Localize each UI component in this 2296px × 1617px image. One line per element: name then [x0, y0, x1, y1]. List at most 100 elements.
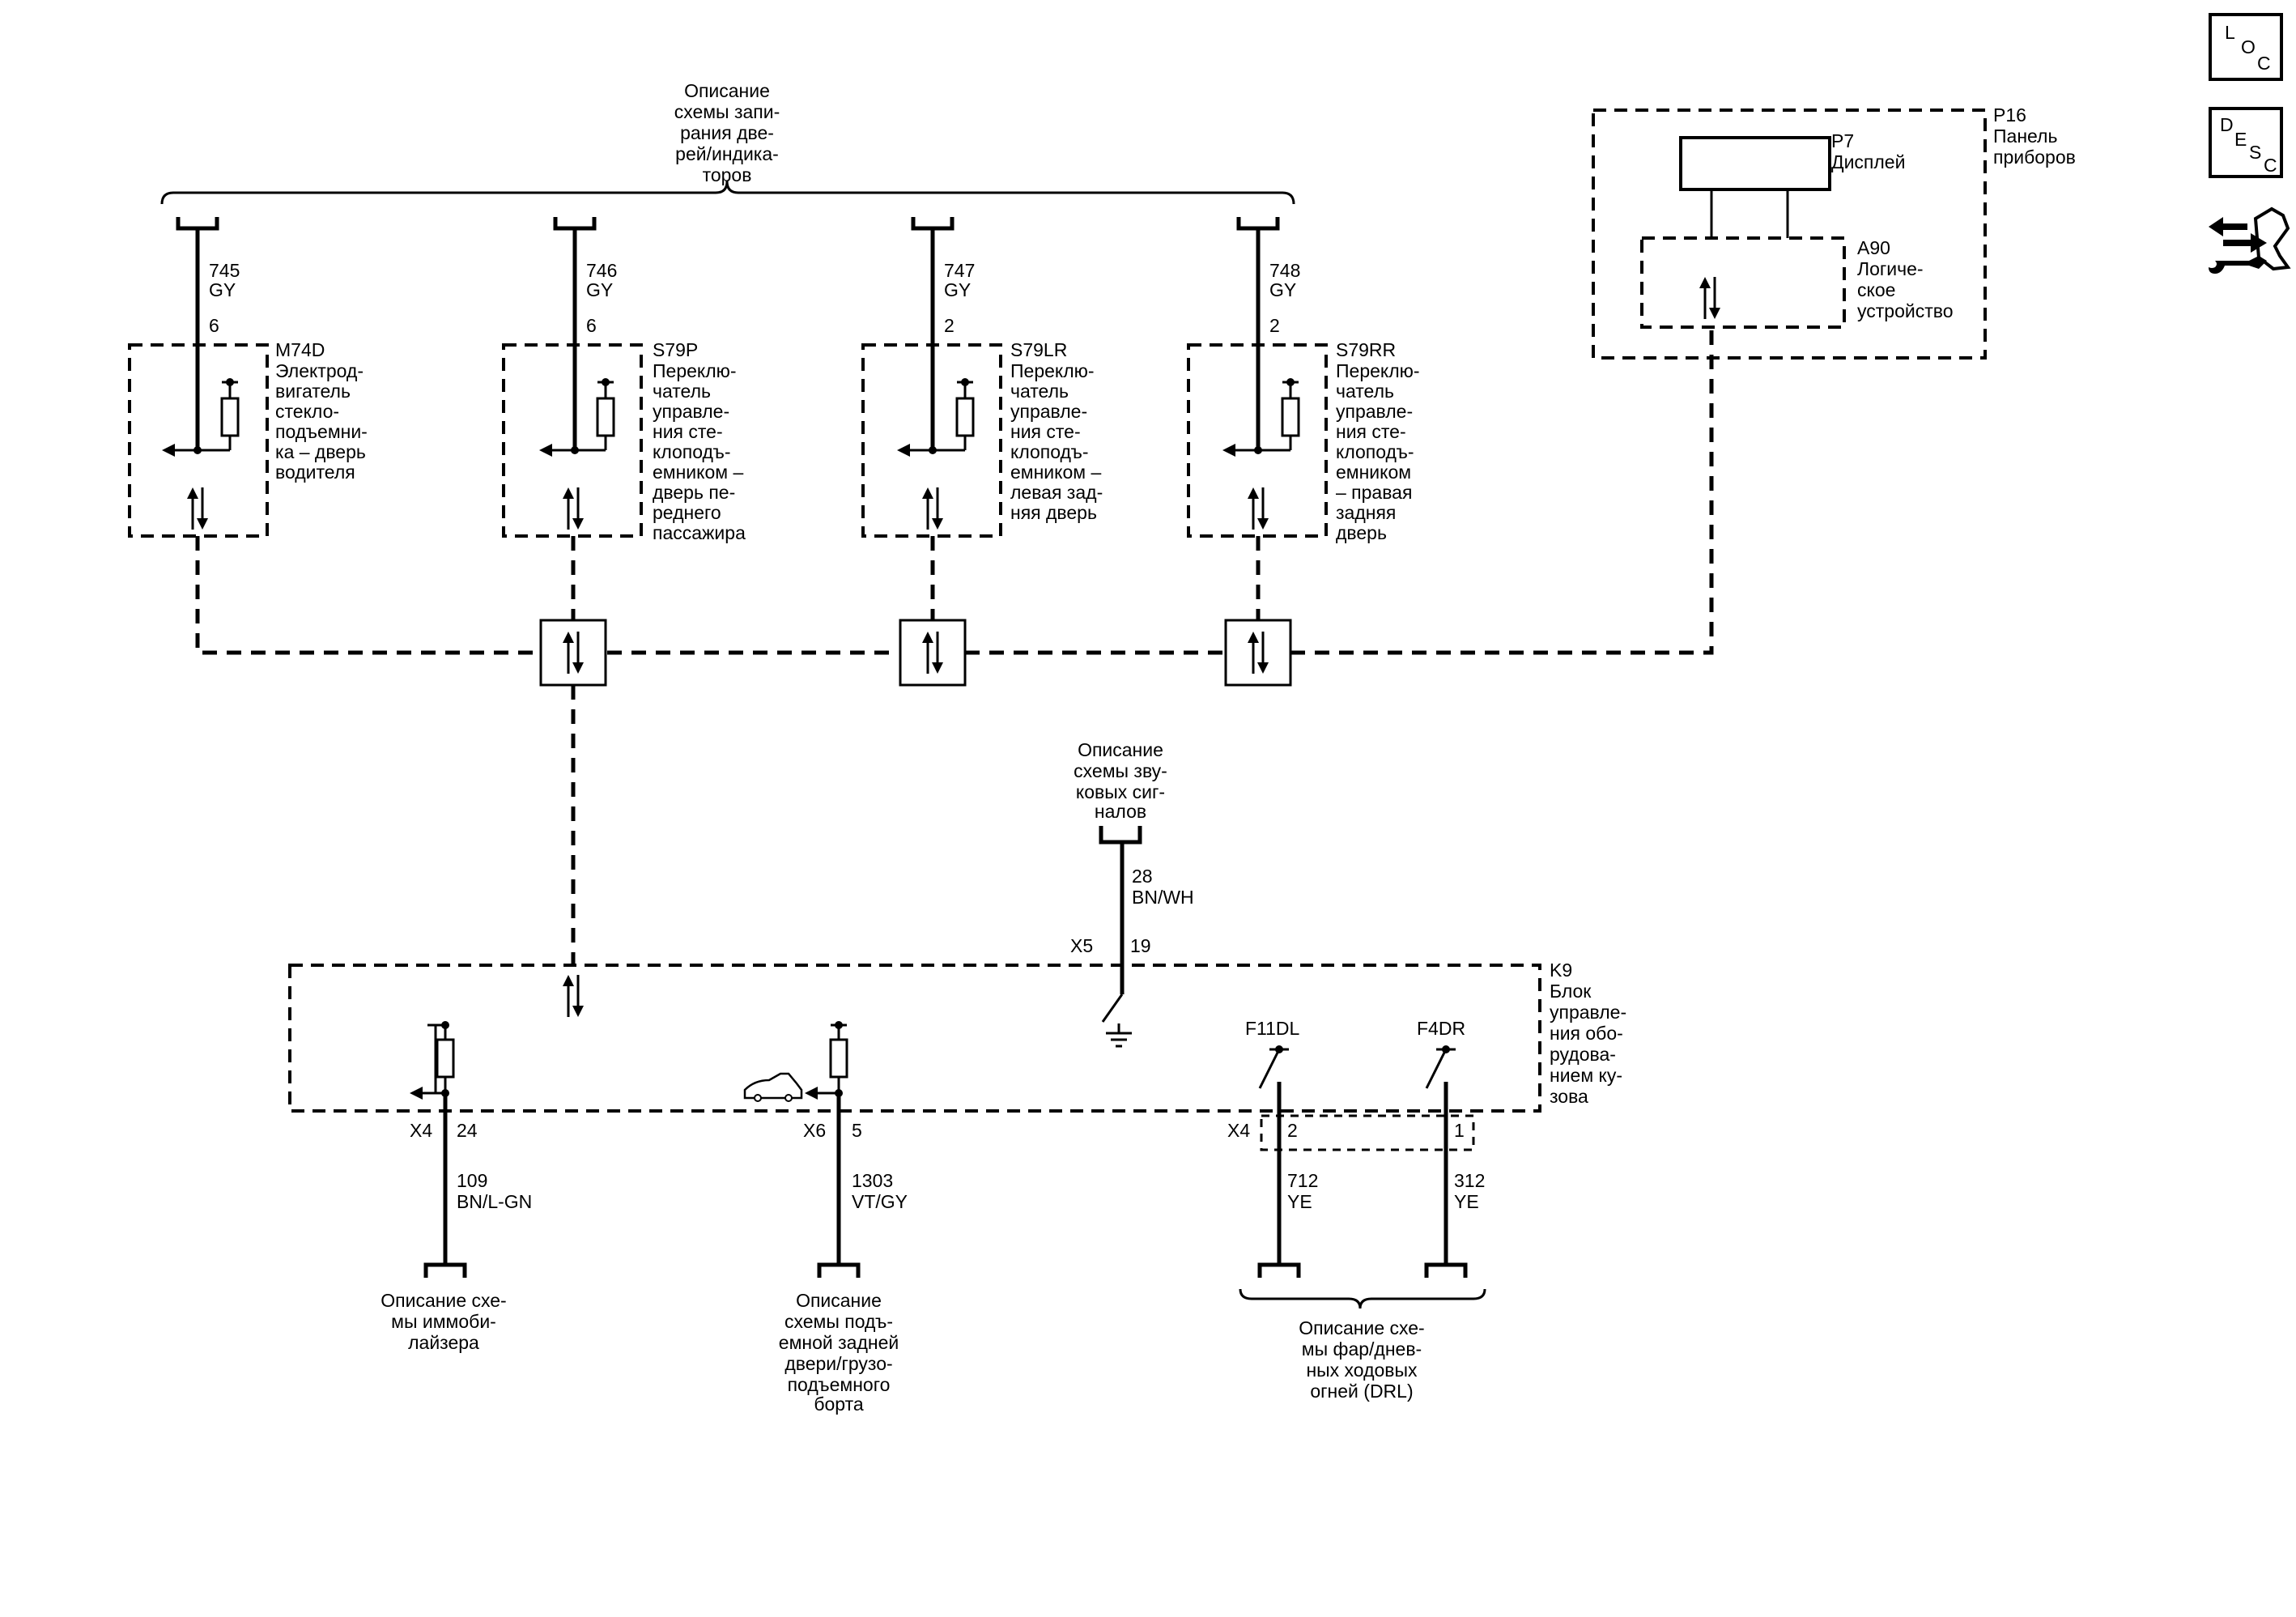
- bus-brace: [160, 181, 1295, 205]
- harness-connector-icon: [176, 217, 219, 231]
- s79rr-name-4: ния сте-: [1336, 421, 1406, 442]
- s79p-pin: 6: [586, 315, 597, 336]
- p16-id: P16: [1993, 104, 2026, 126]
- harness-connector-icon: [1099, 826, 1142, 845]
- immobilizer-connector: X4: [410, 1120, 432, 1141]
- liftgate-wire-color: VT/GY: [852, 1191, 908, 1212]
- s79lr-box: [861, 343, 1002, 538]
- f4dr-id: F4DR: [1417, 1018, 1465, 1039]
- data-arrows-icon: [1698, 275, 1722, 321]
- s79rr-name-9: дверь: [1336, 522, 1387, 543]
- k9-name-5: нием ку-: [1550, 1065, 1622, 1086]
- m74d-circuit: 745: [209, 260, 240, 281]
- loc-button[interactable]: L O C: [2209, 13, 2283, 81]
- s79p-name-8: реднего: [653, 502, 721, 523]
- harness-connector-icon: [1424, 1262, 1468, 1278]
- a90-name-2: ское: [1857, 279, 1895, 300]
- loc-letter-o: O: [2241, 36, 2256, 57]
- s79p-name-6: емником –: [653, 462, 743, 483]
- liftgate-pin: 5: [852, 1120, 862, 1141]
- s79rr-name-3: управле-: [1336, 401, 1413, 422]
- a90-box: [1640, 236, 1846, 329]
- connector-repair-button[interactable]: [2209, 206, 2291, 274]
- horn-label-3: ковых сиг-: [1076, 781, 1165, 802]
- s79lr-name-6: емником –: [1010, 462, 1101, 483]
- door-locks-label-4: рей/индика-: [675, 143, 779, 164]
- f4dr-wire-color: YE: [1454, 1191, 1479, 1212]
- s79lr-name-1: Переклю-: [1010, 360, 1095, 381]
- s79p-name-2: чатель: [653, 381, 711, 402]
- k9-name-3: ния обо-: [1550, 1023, 1623, 1044]
- f11dl-wire-color: YE: [1287, 1191, 1312, 1212]
- horn-label-4: налов: [1095, 801, 1146, 822]
- harness-connector-icon: [553, 217, 597, 231]
- s79lr-name-4: ния сте-: [1010, 421, 1081, 442]
- loc-icon[interactable]: [2209, 13, 2283, 81]
- drl-label-4: огней (DRL): [1310, 1381, 1413, 1402]
- data-arrows-icon: [561, 973, 585, 1019]
- s79rr-circuit: 748: [1269, 260, 1300, 281]
- pullup-resistor-icon: [596, 397, 615, 437]
- drl-circuit: X4 2 1 712 YE 312 YE Описание схе- мы фа…: [1227, 1120, 1486, 1402]
- desc-letter-e: E: [2234, 129, 2247, 150]
- s79rr-pin: 2: [1269, 315, 1280, 336]
- p7-display-box: [1679, 136, 1831, 191]
- splice-pack-3: [1224, 619, 1292, 687]
- liftgate-label-5: подъемного: [788, 1374, 891, 1395]
- p16-name-1: Панель: [1993, 126, 2057, 147]
- desc-letter-c: C: [2264, 155, 2277, 176]
- s79lr-name-8: няя дверь: [1010, 502, 1097, 523]
- drl-label-3: ных ходовых: [1306, 1360, 1418, 1381]
- pullup-resistor-icon: [955, 397, 975, 437]
- harness-connector-icon: [1236, 217, 1280, 231]
- s79rr-name-8: задняя: [1336, 502, 1396, 523]
- module-m74d: 745 GY 6 M74D Электрод- вигатель стекло-…: [128, 217, 368, 538]
- desc-letter-d: D: [2220, 114, 2234, 135]
- relay-switch-icon: [1425, 1049, 1448, 1089]
- signal-arrow-icon: [1222, 444, 1235, 457]
- immobilizer-label-3: лайзера: [408, 1332, 479, 1353]
- liftgate-label-3: емной задней: [779, 1332, 899, 1353]
- loc-letter-c: C: [2257, 53, 2271, 74]
- m74d-name-4: подъемни-: [275, 421, 368, 442]
- data-arrows-icon: [1246, 486, 1270, 531]
- drl-label-1: Описание схе-: [1299, 1317, 1424, 1338]
- signal-arrow-icon: [805, 1087, 818, 1100]
- horn-pin: 19: [1130, 935, 1151, 956]
- signal-arrow-icon: [539, 444, 552, 457]
- k9-name-4: рудова-: [1550, 1044, 1616, 1065]
- p7-name: Дисплей: [1831, 151, 1905, 172]
- s79rr-box: [1187, 343, 1328, 538]
- bcm-k9: K9 Блок управле- ния обо- рудова- нием к…: [288, 960, 1626, 1263]
- immobilizer-pin: 24: [457, 1120, 478, 1141]
- module-s79p: 746 GY 6 S79P Переклю- чатель управле- н…: [502, 217, 746, 543]
- serial-data-network: [195, 327, 1714, 965]
- s79rr-id: S79RR: [1336, 339, 1396, 360]
- immobilizer-wire-color: BN/L-GN: [457, 1191, 532, 1212]
- switch-icon: [1101, 994, 1124, 1023]
- module-s79lr: 747 GY 2 S79LR Переклю- чатель управле- …: [861, 217, 1103, 538]
- connector-repair-icon[interactable]: [2209, 206, 2291, 274]
- m74d-pin: 6: [209, 315, 219, 336]
- harness-connector-icon: [1257, 1262, 1301, 1278]
- door-locks-label-2: схемы запи-: [674, 101, 780, 122]
- s79lr-id: S79LR: [1010, 339, 1067, 360]
- desc-icon[interactable]: [2209, 107, 2283, 178]
- loc-letter-l: L: [2225, 22, 2235, 43]
- m74d-name-1: Электрод-: [275, 360, 364, 381]
- door-locks-bus: Описание схемы запи- рания две- рей/инди…: [160, 80, 1295, 205]
- k9-id: K9: [1550, 960, 1572, 981]
- liftgate-connector: X6: [803, 1120, 826, 1141]
- pullup-resistor-icon: [1281, 397, 1300, 437]
- liftgate-label-2: схемы подъ-: [784, 1311, 893, 1332]
- liftgate-circuit-number: 1303: [852, 1170, 893, 1191]
- s79rr-wire-color: GY: [1269, 279, 1296, 300]
- desc-button[interactable]: D E S C: [2209, 107, 2283, 178]
- liftgate-label-4: двери/грузо-: [784, 1353, 892, 1374]
- s79lr-circuit: 747: [944, 260, 975, 281]
- signal-arrow-icon: [897, 444, 910, 457]
- f4dr-circuit: 312: [1454, 1170, 1485, 1191]
- s79lr-pin: 2: [944, 315, 955, 336]
- s79p-name-3: управле-: [653, 401, 729, 422]
- s79lr-wire-color: GY: [944, 279, 971, 300]
